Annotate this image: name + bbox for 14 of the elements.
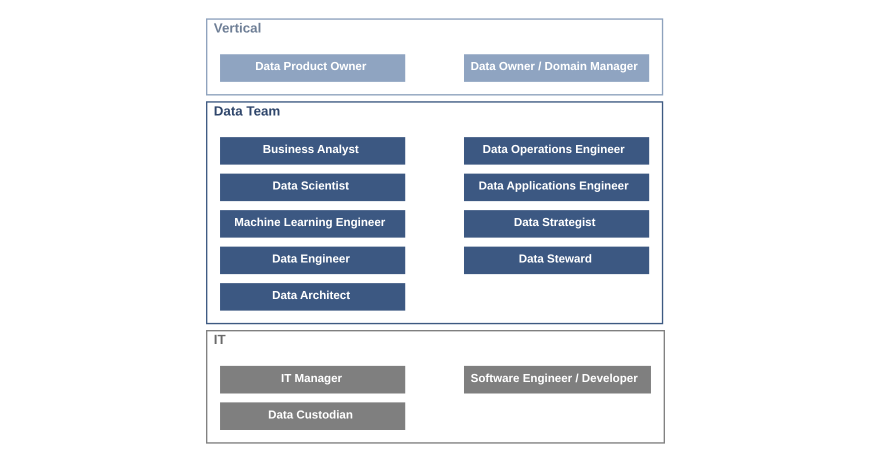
node-box: Business Analyst bbox=[219, 136, 406, 166]
node-box: Machine Learning Engineer bbox=[219, 209, 406, 239]
node-box: Data Engineer bbox=[219, 246, 406, 276]
node-box: Data Product Owner bbox=[219, 53, 406, 83]
node-box: Data Operations Engineer bbox=[463, 136, 650, 166]
node-box: Data Steward bbox=[463, 246, 650, 276]
node-box: IT Manager bbox=[219, 365, 406, 394]
node-box: Data Custodian bbox=[219, 402, 406, 431]
node-box: Software Engineer / Developer bbox=[463, 365, 652, 394]
node-box: Data Applications Engineer bbox=[463, 172, 650, 202]
node-box: Data Scientist bbox=[219, 172, 406, 202]
node-box: Data Architect bbox=[219, 282, 406, 312]
node-box: Data Owner / Domain Manager bbox=[463, 53, 650, 83]
node-box: Data Strategist bbox=[463, 209, 650, 239]
